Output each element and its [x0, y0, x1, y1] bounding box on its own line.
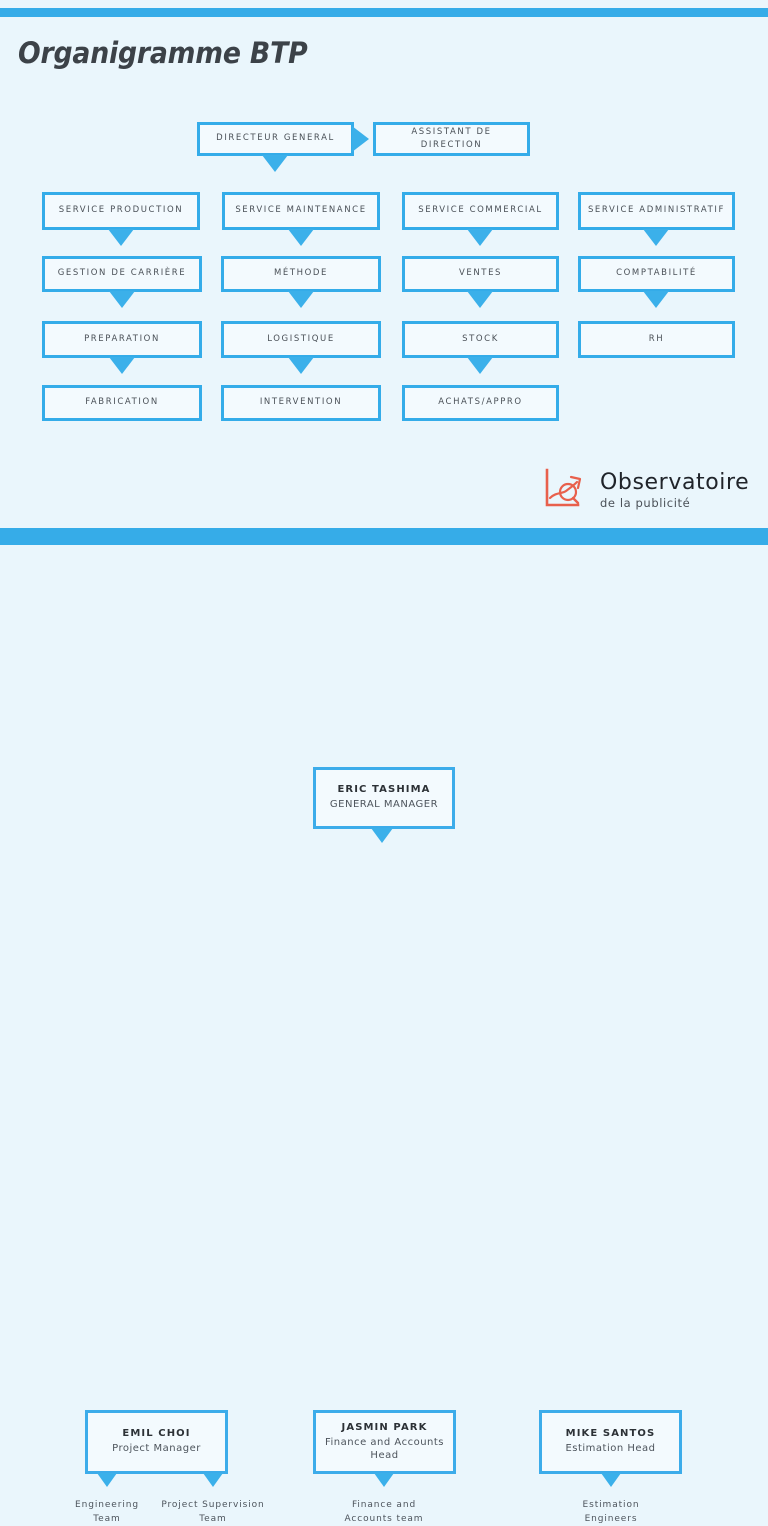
node-label: SERVICE ADMINISTRATIF — [587, 205, 726, 216]
node-label: MÉTHODE — [273, 268, 329, 279]
node-label: STOCK — [462, 333, 499, 344]
node-intervention[interactable]: INTERVENTION — [221, 385, 381, 421]
connector-arrow-down — [109, 291, 135, 308]
org-chart-section-management: ERIC TASHIMA GENERAL MANAGER EMIL CHOI P… — [0, 528, 768, 1524]
connector-arrow-down — [467, 291, 493, 308]
person-role: Estimation Head — [565, 1443, 656, 1455]
node-label: SERVICE PRODUCTION — [58, 205, 184, 216]
connector-arrow-down — [643, 291, 669, 308]
org-chart-section-btp: Organigramme BTP DIRECTEUR GENERAL ASSIS… — [0, 0, 768, 528]
node-directeur-general[interactable]: DIRECTEUR GENERAL — [197, 122, 354, 156]
observatoire-logo: Observatoire de la publicité — [540, 462, 760, 518]
logo-subtitle: de la publicité — [600, 496, 691, 511]
node-comptabilite[interactable]: COMPTABILITÉ — [578, 256, 735, 292]
observatory-graph-arrow-icon — [545, 468, 582, 507]
node-label: ACHATS/APPRO — [438, 397, 523, 408]
node-label: PREPARATION — [84, 333, 160, 344]
node-label: COMPTABILITÉ — [616, 268, 697, 279]
team-label-engineering: Engineering Team — [75, 1500, 139, 1524]
logo-text-block: Observatoire de la publicité — [600, 471, 749, 509]
connector-arrow-right — [352, 126, 369, 152]
connector-arrow-down — [97, 1473, 117, 1487]
node-preparation[interactable]: PREPARATION — [42, 321, 202, 358]
node-label: GESTION DE CARRIÈRE — [57, 268, 187, 279]
node-gestion-de-carriere[interactable]: GESTION DE CARRIÈRE — [42, 256, 202, 292]
node-label: LOGISTIQUE — [267, 333, 335, 344]
person-role: Finance and Accounts Head — [324, 1436, 444, 1462]
node-label: SERVICE MAINTENANCE — [235, 205, 367, 216]
node-achats-appro[interactable]: ACHATS/APPRO — [402, 385, 559, 421]
person-name: EMIL CHOI — [122, 1428, 191, 1440]
connector-arrow-down — [262, 155, 288, 172]
connector-arrow-down — [643, 229, 669, 246]
connector-arrow-down — [108, 229, 134, 246]
node-label: VENTES — [458, 268, 503, 279]
node-label: ASSISTANT DE DIRECTION — [411, 126, 492, 150]
node-fabrication[interactable]: FABRICATION — [42, 385, 202, 421]
connector-arrow-down — [288, 229, 314, 246]
person-name: JASMIN PARK — [341, 1421, 428, 1433]
node-emil-choi[interactable]: EMIL CHOI Project Manager — [85, 1410, 228, 1474]
team-label-finance-accounts: Finance and Accounts team — [344, 1500, 424, 1524]
node-stock[interactable]: STOCK — [402, 321, 559, 358]
top-accent-bar — [0, 8, 768, 17]
connector-arrow-down — [203, 1473, 223, 1487]
person-name: ERIC TASHIMA — [337, 784, 431, 796]
page-title: Organigramme BTP — [18, 36, 308, 70]
node-label: FABRICATION — [85, 397, 159, 408]
node-service-administratif[interactable]: SERVICE ADMINISTRATIF — [578, 192, 735, 230]
team-label-project-supervision: Project Supervision Team — [161, 1500, 265, 1524]
node-jasmin-park[interactable]: JASMIN PARK Finance and Accounts Head — [313, 1410, 456, 1474]
node-eric-tashima[interactable]: ERIC TASHIMA GENERAL MANAGER — [313, 767, 455, 829]
person-name: MIKE SANTOS — [565, 1428, 656, 1440]
node-rh[interactable]: RH — [578, 321, 735, 358]
node-label: RH — [648, 333, 665, 344]
node-ventes[interactable]: VENTES — [402, 256, 559, 292]
node-service-production[interactable]: SERVICE PRODUCTION — [42, 192, 200, 230]
section-divider-bar — [0, 528, 768, 545]
node-methode[interactable]: MÉTHODE — [221, 256, 381, 292]
node-service-commercial[interactable]: SERVICE COMMERCIAL — [402, 192, 559, 230]
connector-arrow-down — [374, 1473, 394, 1487]
connector-arrow-down — [109, 357, 135, 374]
connector-arrow-down — [288, 357, 314, 374]
person-role: Project Manager — [112, 1443, 201, 1455]
node-assistant-de-direction[interactable]: ASSISTANT DE DIRECTION — [373, 122, 530, 156]
connector-arrow-down — [371, 828, 393, 843]
team-label-estimation-engineers: Estimation Engineers — [582, 1500, 640, 1524]
logo-title: Observatoire — [600, 469, 750, 495]
node-label: DIRECTEUR GENERAL — [216, 133, 335, 144]
node-label: SERVICE COMMERCIAL — [418, 205, 543, 216]
person-role: GENERAL MANAGER — [329, 799, 439, 811]
node-mike-santos[interactable]: MIKE SANTOS Estimation Head — [539, 1410, 682, 1474]
connector-arrow-down — [601, 1473, 621, 1487]
connector-arrow-down — [467, 229, 493, 246]
connector-arrow-down — [467, 357, 493, 374]
node-label: INTERVENTION — [259, 397, 343, 408]
node-logistique[interactable]: LOGISTIQUE — [221, 321, 381, 358]
node-service-maintenance[interactable]: SERVICE MAINTENANCE — [222, 192, 380, 230]
connector-arrow-down — [288, 291, 314, 308]
